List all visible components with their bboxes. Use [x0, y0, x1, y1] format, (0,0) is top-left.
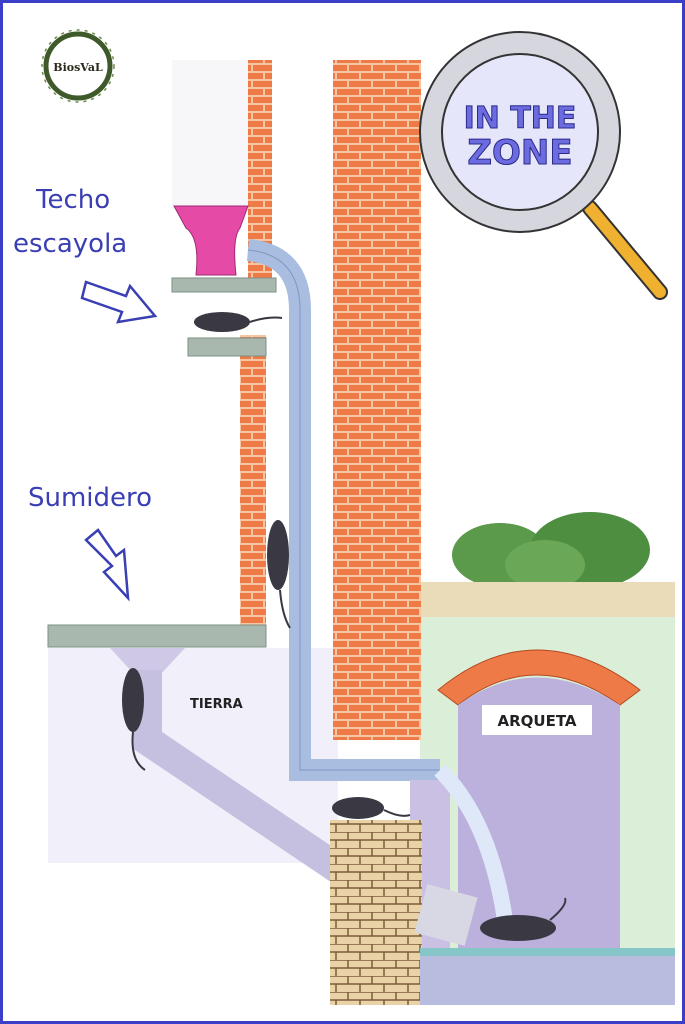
rat-drain — [122, 668, 144, 732]
arrow-icon-sumidero — [84, 528, 130, 602]
arrow-icon-techo — [80, 280, 158, 324]
tierra-label: TIERRA — [190, 697, 243, 712]
false-ceiling-slab — [187, 337, 267, 357]
ceiling-slab — [171, 277, 277, 293]
drain-funnel — [110, 648, 185, 675]
rat-water — [480, 915, 556, 941]
drain-pipe — [132, 670, 349, 883]
rats — [122, 312, 567, 941]
floor-slab — [47, 624, 267, 648]
arqueta-arch — [437, 649, 641, 706]
svg-text:BiosVaL: BiosVaL — [53, 61, 103, 74]
in-the-zone-magnifier: IN THE ZONE — [419, 31, 668, 300]
label-sumidero: Sumidero — [28, 483, 153, 513]
svg-text:ZONE: ZONE — [467, 133, 572, 173]
lower-brick-wall — [240, 335, 266, 645]
label-techo: Techo — [36, 185, 111, 215]
label-escayola: escayola — [13, 229, 128, 259]
rat-ceiling — [194, 312, 250, 332]
pedestal — [330, 820, 422, 1005]
arqueta-label: ARQUETA — [497, 712, 576, 730]
toilet — [173, 205, 249, 276]
rat-wall — [267, 520, 289, 590]
garden-ledge — [420, 582, 675, 617]
bushes — [452, 512, 650, 590]
rat-pedestal — [332, 797, 384, 819]
biosval-logo: BiosVaL — [41, 29, 115, 103]
water — [420, 950, 675, 1005]
water-stream — [434, 764, 513, 922]
svg-text:IN THE: IN THE — [464, 101, 577, 136]
brick-chimney — [333, 60, 421, 740]
